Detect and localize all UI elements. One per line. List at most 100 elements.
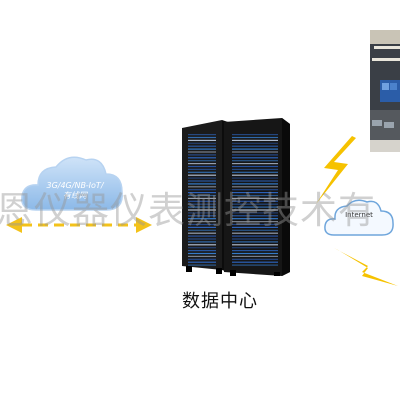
rack-led-strip xyxy=(188,139,216,141)
rack-led-strip xyxy=(188,197,216,199)
rack-led-strip xyxy=(232,136,278,139)
rack-led-strip xyxy=(232,139,278,141)
rack-led-strip xyxy=(188,174,216,176)
rack-led-strip xyxy=(188,186,216,188)
rack-led-strip xyxy=(188,264,216,266)
rack-led-strip xyxy=(232,252,278,255)
rack-led-strip xyxy=(188,223,216,226)
rack-led-strip xyxy=(188,247,216,249)
server-rack-icon xyxy=(182,118,290,276)
monitoring-room-photo xyxy=(370,30,400,152)
rack-led-strip xyxy=(188,134,216,136)
rack-led-strip xyxy=(232,244,278,246)
rack-led-strip xyxy=(232,194,278,197)
rack-led-strip xyxy=(188,206,216,208)
rack-led-strip xyxy=(232,183,278,185)
rack-led-strip xyxy=(188,203,216,205)
rack-led-strip xyxy=(188,252,216,255)
rack-led-strip xyxy=(188,168,216,170)
rack-led-strip xyxy=(188,218,216,220)
rack-led-strip xyxy=(188,261,216,263)
rack-led-strip xyxy=(232,192,278,194)
rack-led-strip xyxy=(188,160,216,162)
rack-led-strip xyxy=(188,171,216,173)
rack-led-strip xyxy=(232,250,278,252)
rack-led-strip xyxy=(232,171,278,173)
rack-led-strip xyxy=(188,192,216,194)
rack-led-strip xyxy=(232,232,278,234)
rack-led-strip xyxy=(232,261,278,263)
rack-led-strip xyxy=(188,163,216,165)
rack-led-strip xyxy=(232,145,278,147)
rack-led-strip xyxy=(232,203,278,205)
rack-led-strip xyxy=(232,157,278,159)
rack-led-strip xyxy=(232,215,278,217)
rack-led-strip xyxy=(188,255,216,257)
rack-led-strip xyxy=(232,209,278,211)
rack-led-strip xyxy=(188,238,216,240)
rack-led-strip xyxy=(188,142,216,144)
rack-led-strip xyxy=(188,189,216,191)
rack-led-strip xyxy=(188,177,216,179)
rack-led-strip xyxy=(188,183,216,185)
network-cloud-label: 3G/4G/NB-IoT/ 有线网 xyxy=(46,181,104,200)
internet-cloud-icon xyxy=(324,199,394,236)
rack-led-strip xyxy=(232,235,278,237)
rack-led-strip xyxy=(232,142,278,144)
rack-led-strip xyxy=(232,238,278,240)
rack-led-strip xyxy=(232,197,278,199)
rack-led-strip xyxy=(232,229,278,231)
internet-label: Internet xyxy=(345,211,373,219)
rack-led-strip xyxy=(188,235,216,237)
rack-led-strip xyxy=(232,148,278,150)
rack-led-strip xyxy=(188,209,216,211)
rack-led-strip xyxy=(188,200,216,202)
rack-led-strip xyxy=(188,145,216,147)
rack-led-strip xyxy=(188,148,216,150)
rack-led-strip xyxy=(188,226,216,228)
rack-led-strip xyxy=(188,244,216,246)
lightning-bolt-icon xyxy=(334,248,398,286)
rack-led-strip xyxy=(188,180,216,182)
rack-led-strip xyxy=(232,186,278,188)
rack-led-strip xyxy=(232,177,278,179)
rack-led-strip xyxy=(232,218,278,220)
rack-led-strip xyxy=(232,154,278,156)
rack-led-strip xyxy=(232,241,278,243)
rack-led-strip xyxy=(188,221,216,223)
dashed-link-arrow-icon xyxy=(6,217,152,233)
rack-led-strip xyxy=(232,180,278,182)
rack-led-strip xyxy=(232,221,278,223)
rack-led-strip xyxy=(188,241,216,243)
rack-led-strip xyxy=(232,226,278,228)
rack-led-strip xyxy=(232,174,278,176)
rack-led-strip xyxy=(232,264,278,266)
rack-led-strip xyxy=(188,194,216,197)
rack-led-strip xyxy=(188,229,216,231)
rack-led-strip xyxy=(232,255,278,257)
rack-led-strip xyxy=(232,223,278,226)
rack-led-strip xyxy=(232,212,278,214)
rack-led-strip xyxy=(232,168,278,170)
rack-led-strip xyxy=(232,189,278,191)
rack-led-strip xyxy=(232,163,278,165)
rack-led-strip xyxy=(188,157,216,159)
rack-led-strip xyxy=(232,165,278,168)
rack-led-strip xyxy=(232,206,278,208)
rack-led-strip xyxy=(188,212,216,214)
rack-led-strip xyxy=(232,200,278,202)
rack-led-strip xyxy=(188,250,216,252)
watermark-text: 恩仪器仪表测控技术有 xyxy=(0,189,376,232)
rack-led-strip xyxy=(188,154,216,156)
rack-led-strip xyxy=(232,258,278,260)
rack-led-strip xyxy=(232,160,278,162)
rack-led-strip xyxy=(188,151,216,153)
rack-led-strip xyxy=(188,232,216,234)
rack-led-strip xyxy=(188,165,216,168)
rack-led-strip xyxy=(188,258,216,260)
data-center-label: 数据中心 xyxy=(182,291,258,312)
rack-led-strip xyxy=(188,136,216,139)
rack-led-strip xyxy=(188,215,216,217)
rack-led-strip xyxy=(232,134,278,136)
network-cloud-icon xyxy=(21,156,123,211)
